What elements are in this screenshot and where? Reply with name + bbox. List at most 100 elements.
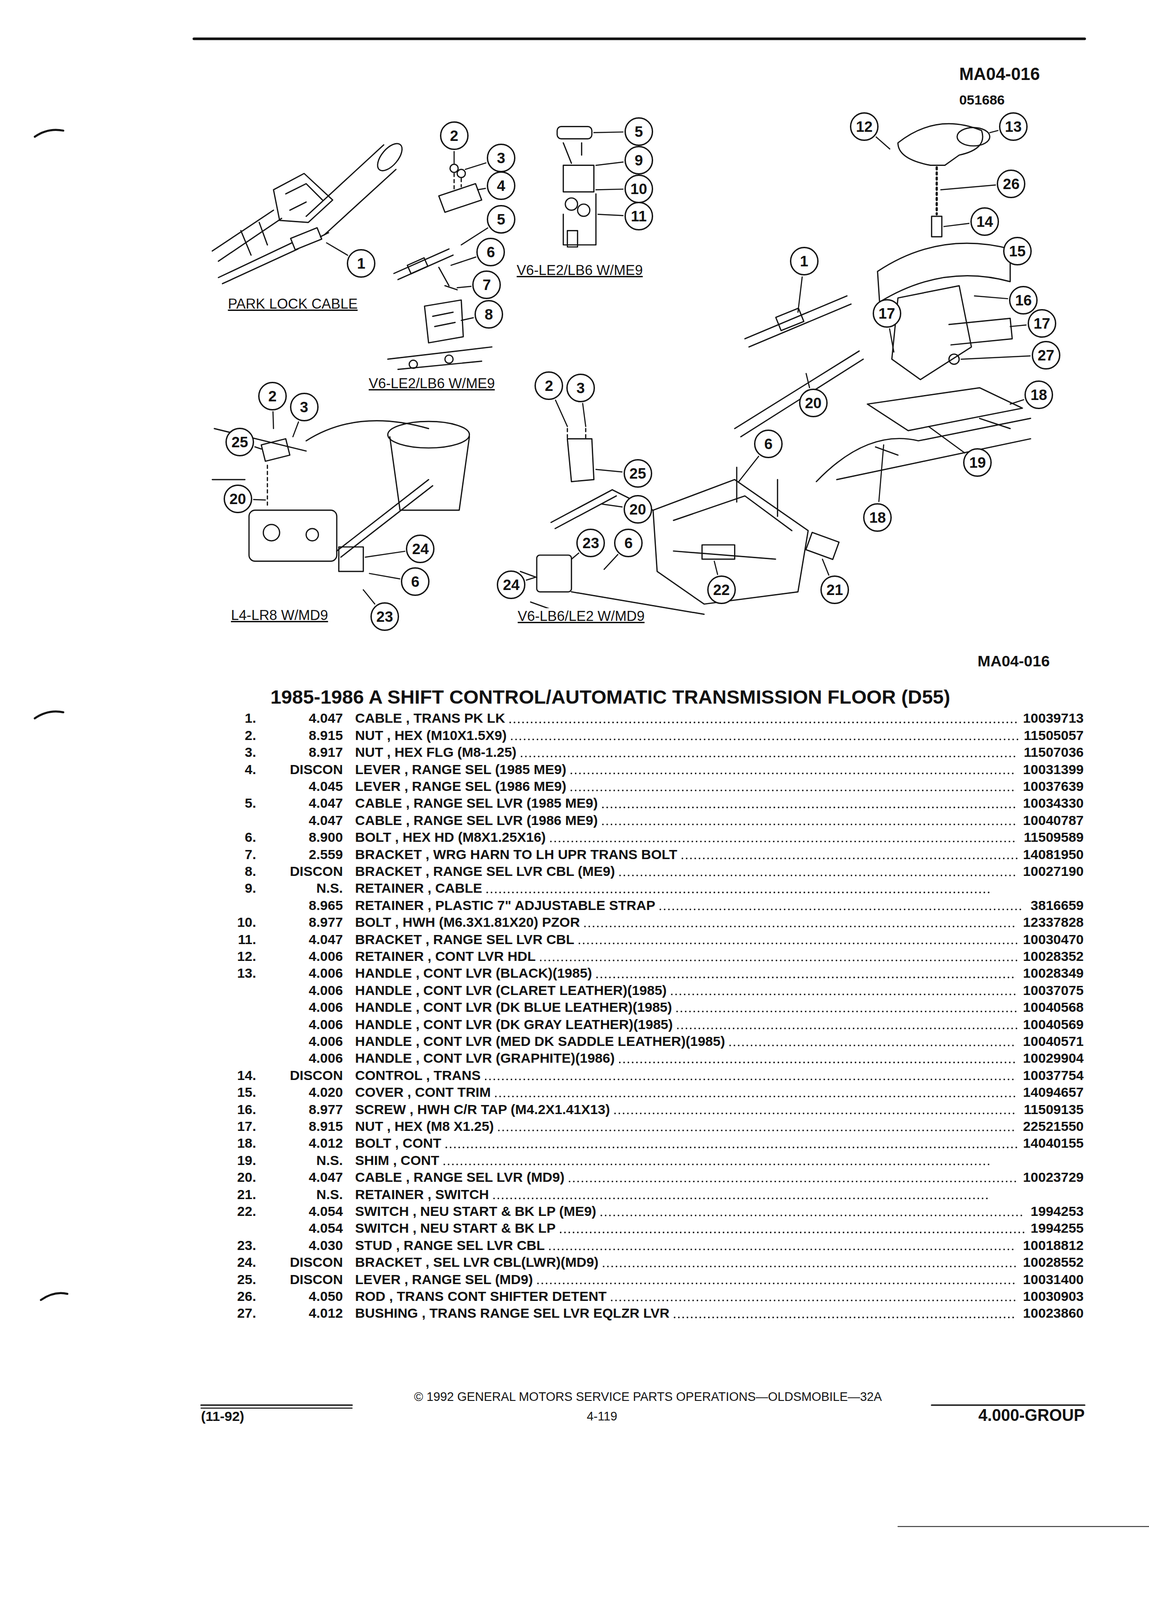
dot-leader	[682, 857, 1017, 860]
view-label: V6-LE2/LB6 W/ME9	[367, 375, 496, 392]
leader-line	[1010, 399, 1025, 405]
part-description: COVER , CONT TRIM	[354, 1084, 491, 1101]
callout-number: 26	[996, 169, 1026, 199]
item-number: 8.	[244, 863, 256, 880]
part-number: 10030470	[1023, 931, 1084, 948]
leader-line	[876, 136, 890, 149]
item-number: 6.	[244, 829, 256, 846]
callout-number: 11	[624, 201, 654, 231]
part-number: 10030903	[1023, 1288, 1084, 1305]
dot-leader	[619, 1061, 1018, 1064]
leader-line	[806, 373, 810, 388]
leader-line	[326, 242, 348, 255]
callout-number: 10	[624, 174, 654, 204]
item-number: 14.	[237, 1067, 257, 1084]
group-code: 4.054	[308, 1220, 343, 1237]
part-description: BOLT , CONT	[354, 1135, 441, 1152]
leader-line	[961, 355, 1031, 360]
part-number: 14094657	[1023, 1084, 1084, 1101]
leader-line	[365, 551, 405, 558]
part-number: 12337828	[1023, 914, 1084, 931]
item-number: 26.	[237, 1288, 257, 1305]
group-code: N.S.	[316, 880, 343, 897]
part-number: 10039713	[1023, 710, 1084, 727]
leader-line	[254, 446, 262, 450]
item-number: 22.	[237, 1203, 257, 1220]
leader-line	[714, 561, 718, 575]
part-number: 10037075	[1023, 982, 1084, 999]
leader-line	[595, 162, 624, 166]
item-number: 17.	[237, 1118, 257, 1135]
leader-line	[253, 499, 266, 501]
leader-line	[457, 286, 471, 288]
group-code: 8.977	[308, 914, 343, 931]
leader-line	[292, 421, 299, 437]
part-description: SWITCH , NEU START & BK LP	[354, 1220, 556, 1237]
part-description: LEVER , RANGE SEL (1985 ME9)	[354, 761, 567, 778]
callout-number: 8	[474, 299, 504, 329]
dot-leader	[485, 1078, 1018, 1081]
page-number: 4-119	[586, 1409, 618, 1424]
leader-line	[798, 276, 803, 313]
item-number: 21.	[237, 1186, 257, 1203]
part-description: BRACKET , WRG HARN TO LH UPR TRANS BOLT	[354, 846, 678, 863]
group-code: 8.900	[308, 829, 343, 846]
item-number: 3.	[244, 744, 256, 761]
callout-number: 14	[970, 207, 1000, 236]
part-number: 3816659	[1030, 897, 1085, 914]
item-number: 27.	[237, 1305, 257, 1322]
group-code: 4.047	[308, 931, 343, 948]
part-description: CABLE , RANGE SEL LVR (1985 ME9)	[354, 795, 598, 812]
callout-number: 3	[486, 143, 516, 173]
leader-line	[363, 589, 375, 605]
item-number: 13.	[237, 965, 257, 982]
leader-line	[738, 456, 759, 482]
callout-number: 3	[289, 392, 319, 422]
dot-leader	[540, 959, 1018, 962]
view-label: V6-LE2/LB6 W/ME9	[515, 262, 645, 279]
dot-leader	[671, 993, 1017, 996]
part-number: 10034330	[1023, 795, 1084, 812]
item-number: 7.	[244, 846, 256, 863]
part-description: LEVER , RANGE SEL (1986 ME9)	[354, 778, 567, 795]
dot-leader	[494, 1197, 989, 1200]
callout-number: 19	[963, 448, 992, 477]
item-number: 23.	[237, 1237, 257, 1254]
leader-line	[594, 131, 624, 133]
group-code: 4.006	[308, 1033, 343, 1050]
group-code: DISCON	[289, 863, 344, 880]
group-code: 8.915	[308, 1118, 343, 1135]
leader-line	[974, 295, 1008, 299]
callout-number: 13	[999, 112, 1028, 141]
dot-leader	[571, 772, 1017, 775]
group-number: 4.000-GROUP	[978, 1405, 1085, 1425]
part-description: BUSHING , TRANS RANGE SEL LVR EQLZR LVR	[354, 1305, 670, 1322]
revision-date: (11-92)	[200, 1408, 245, 1425]
callout-number: 2	[534, 371, 564, 400]
leader-line	[453, 151, 455, 164]
dot-leader	[729, 1044, 1017, 1047]
item-number: 9.	[244, 880, 256, 897]
item-number: 15.	[237, 1084, 257, 1101]
part-description: CABLE , RANGE SEL LVR (MD9)	[354, 1169, 565, 1186]
callout-number: 25	[225, 427, 255, 457]
callout-number: 5	[486, 204, 516, 234]
item-number: 16.	[237, 1101, 257, 1118]
part-number: 10031399	[1023, 761, 1084, 778]
part-description: NUT , HEX (M10X1.5X9)	[354, 727, 507, 744]
dot-leader	[677, 1027, 1017, 1030]
dot-leader	[674, 1316, 1017, 1319]
leader-line	[604, 554, 618, 570]
callout-number: 1	[346, 249, 376, 278]
leader-line	[595, 189, 623, 190]
dot-leader	[569, 1180, 1017, 1183]
part-description: STUD , RANGE SEL LVR CBL	[354, 1237, 545, 1254]
part-number: 10018812	[1023, 1237, 1084, 1254]
group-code: 2.559	[308, 846, 343, 863]
group-code: N.S.	[316, 1186, 343, 1203]
callout-number: 20	[623, 494, 653, 524]
callout-number: 21	[820, 575, 850, 605]
callout-number: 12	[849, 112, 879, 141]
view-label: V6-LB6/LE2 W/MD9	[516, 608, 646, 625]
leader-line	[944, 223, 970, 227]
